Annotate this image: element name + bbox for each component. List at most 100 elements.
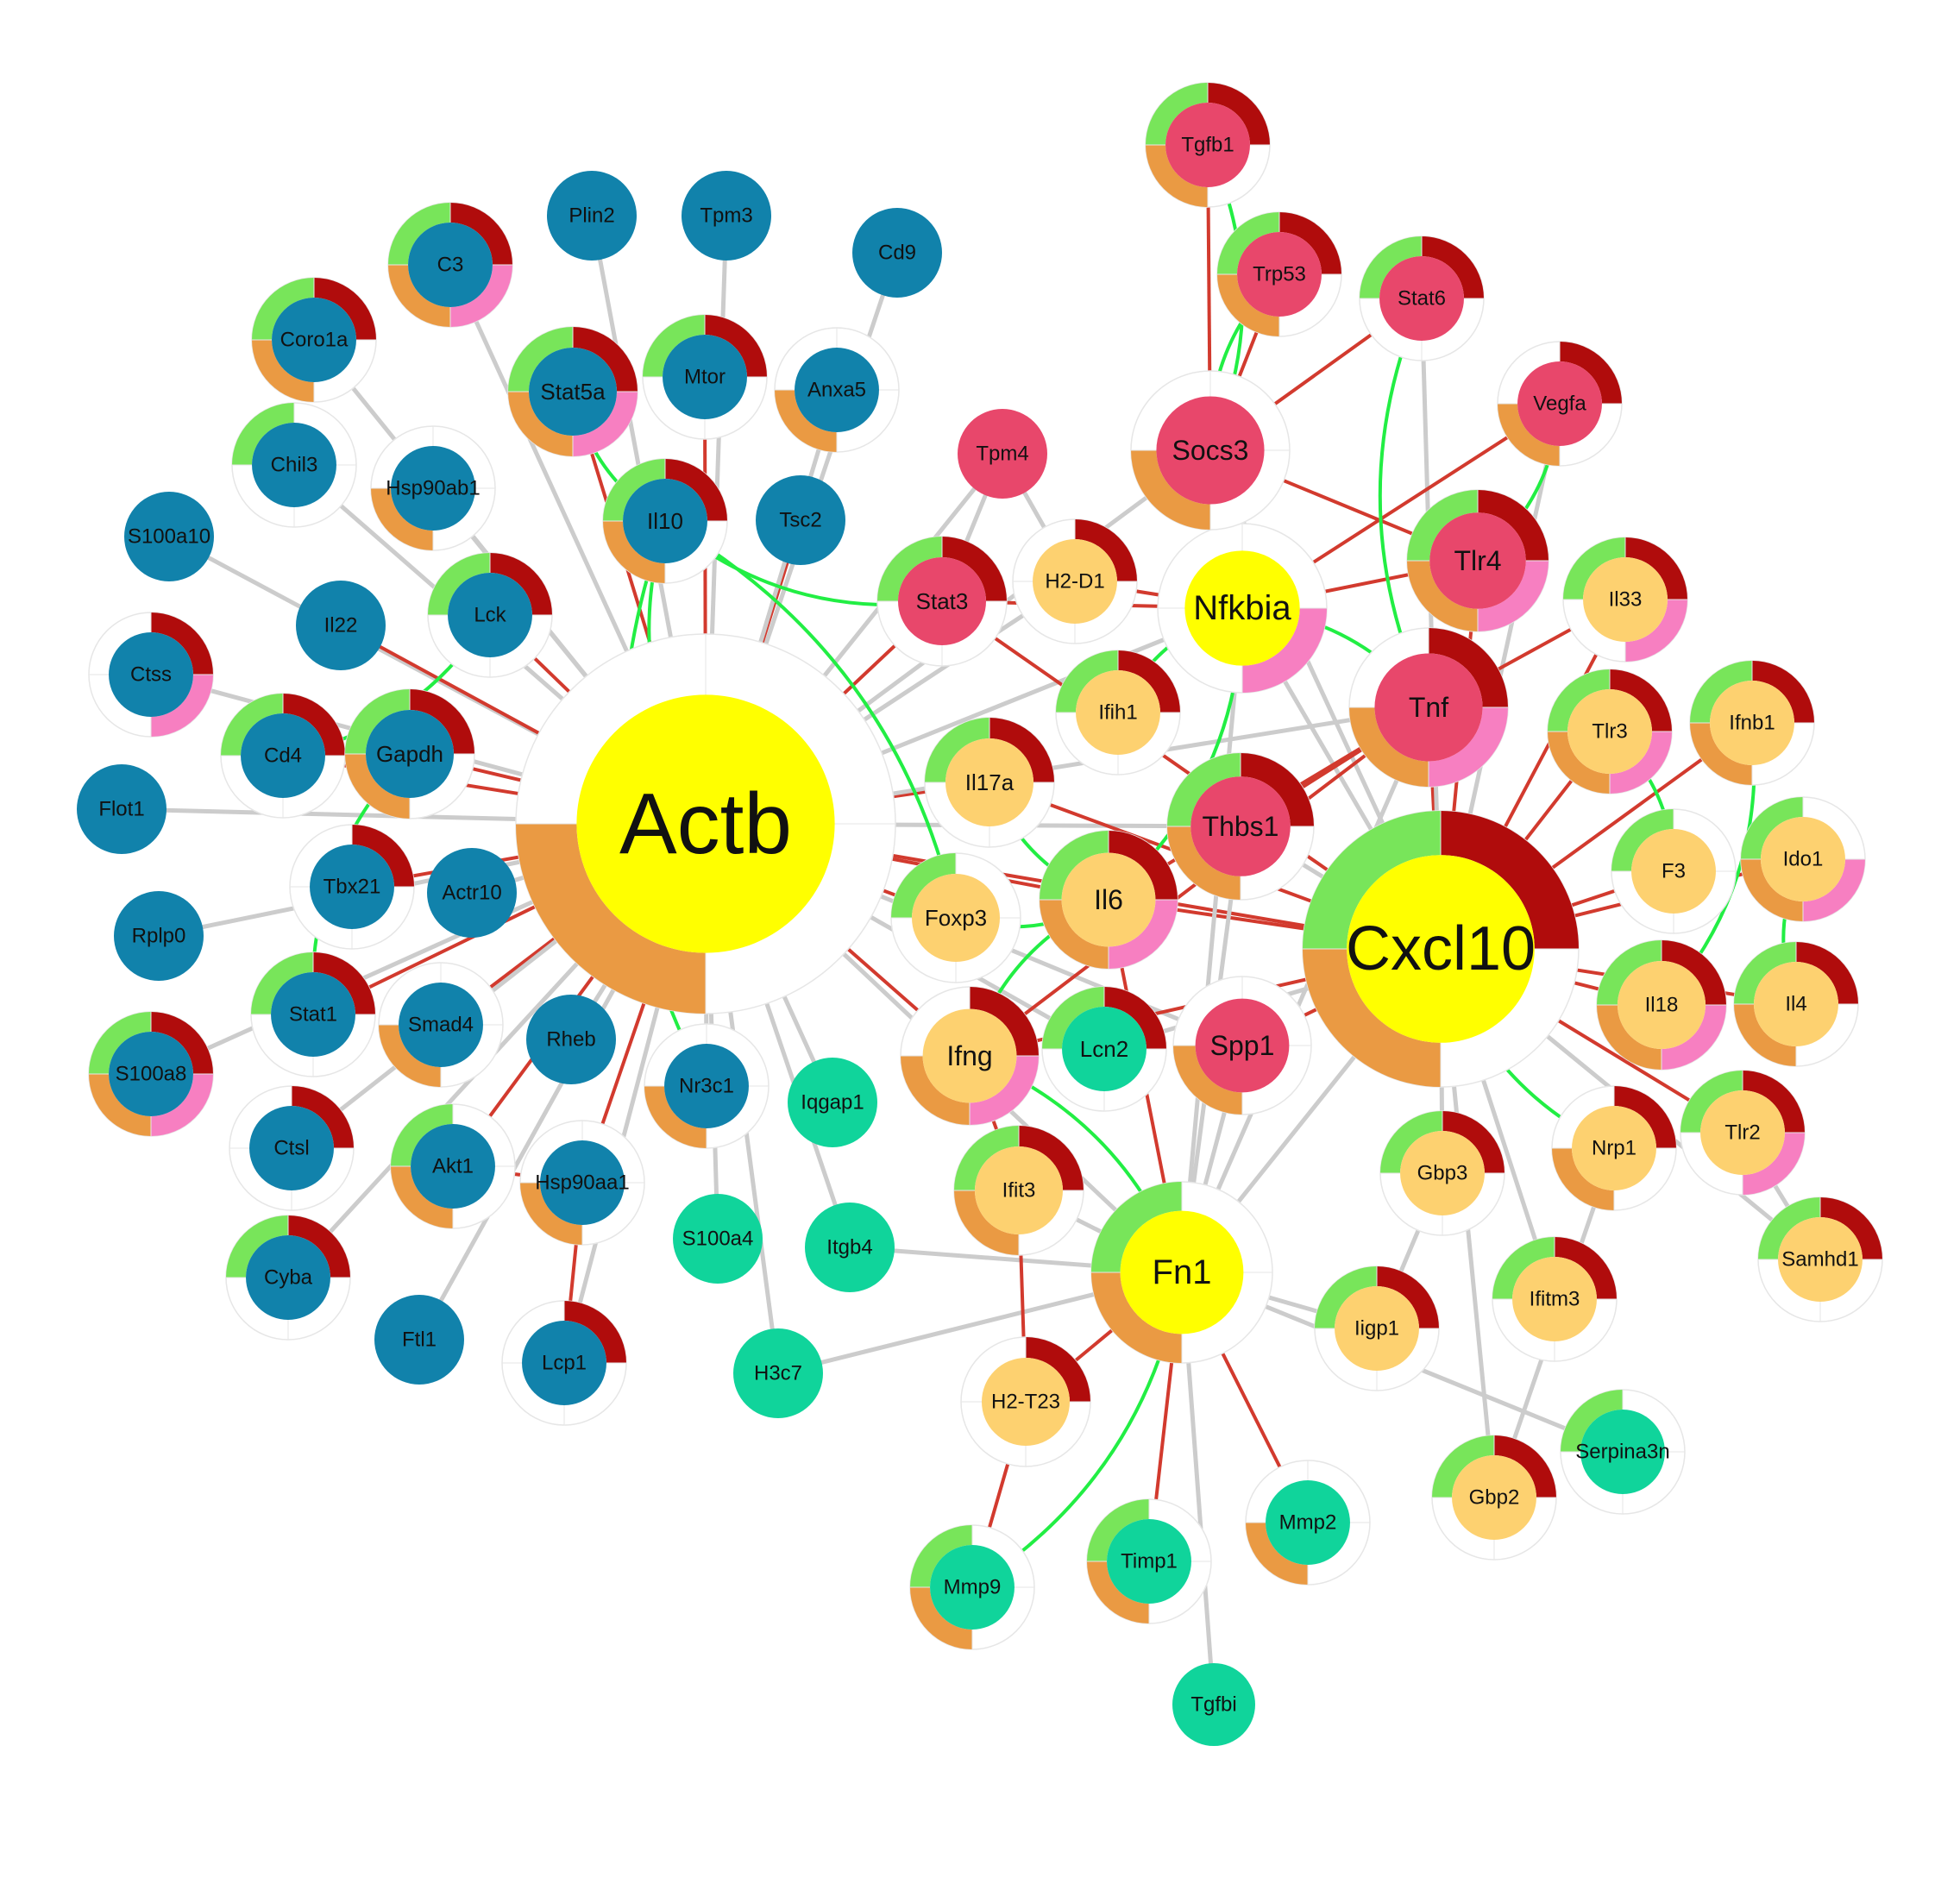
node-core [1567,689,1652,774]
node-core [922,1008,1017,1103]
node-tlr3[interactable]: Tlr3 [1547,669,1673,794]
node-il18[interactable]: Il18 [1596,939,1727,1071]
node-flot1[interactable]: Flot1 [77,764,166,854]
node-socs3[interactable]: Socs3 [1130,370,1291,531]
node-ifit3[interactable]: Ifit3 [953,1125,1084,1256]
node-label: Il22 [324,614,358,637]
node-il4[interactable]: Il4 [1733,941,1859,1067]
node-cxcl10[interactable]: Cxcl10 [1302,810,1580,1088]
node-core [1631,829,1716,914]
node-core [529,348,617,436]
node-core [682,171,771,261]
node-akt1[interactable]: Akt1 [390,1103,516,1229]
node-ifnb1[interactable]: Ifnb1 [1689,660,1815,786]
node-serpina3n[interactable]: Serpina3n [1560,1389,1686,1515]
ring-segment-green [388,203,450,265]
node-il10[interactable]: Il10 [602,458,728,584]
node-tpm3[interactable]: Tpm3 [682,171,771,261]
node-ctss[interactable]: Ctss [88,612,214,738]
node-ifng[interactable]: Ifng [900,986,1040,1126]
node-smad4[interactable]: Smad4 [378,962,504,1088]
node-tsc2[interactable]: Tsc2 [756,475,845,565]
ring-segment-green [1040,831,1109,900]
node-tlr2[interactable]: Tlr2 [1680,1070,1806,1196]
node-cyba[interactable]: Cyba [225,1215,351,1341]
node-timp1[interactable]: Timp1 [1086,1498,1212,1624]
node-il33[interactable]: Il33 [1562,537,1688,663]
node-iqgap1[interactable]: Iqgap1 [788,1058,877,1147]
node-core [411,1124,495,1209]
node-hsp90aa1[interactable]: Hsp90aa1 [519,1120,645,1246]
node-itgb4[interactable]: Itgb4 [805,1203,895,1292]
node-spp1[interactable]: Spp1 [1172,976,1312,1115]
node-nfkbia[interactable]: Nfkbia [1157,523,1328,694]
node-lck[interactable]: Lck [427,552,553,678]
node-gapdh[interactable]: Gapdh [344,688,475,820]
node-tpm4[interactable]: Tpm4 [958,409,1047,499]
node-tbx21[interactable]: Tbx21 [289,824,415,950]
node-core [1335,1286,1419,1371]
node-mtor[interactable]: Mtor [642,314,768,440]
node-core [1061,852,1156,947]
node-core [1190,776,1291,876]
node-il6[interactable]: Il6 [1039,830,1178,970]
node-nr3c1[interactable]: Nr3c1 [644,1023,770,1149]
node-tnf[interactable]: Tnf [1348,627,1509,788]
node-actb[interactable]: Actb [515,633,896,1014]
node-s100a8[interactable]: S100a8 [88,1011,214,1137]
node-h2-d1[interactable]: H2-D1 [1012,518,1138,644]
node-stat3[interactable]: Stat3 [876,536,1008,667]
node-iigp1[interactable]: Iigp1 [1314,1265,1440,1391]
node-il17a[interactable]: Il17a [924,717,1055,848]
node-fn1[interactable]: Fn1 [1090,1181,1273,1364]
node-label: Cxcl10 [1346,914,1536,983]
ring-segment-orange [1498,404,1560,466]
node-hsp90ab1[interactable]: Hsp90ab1 [370,425,496,551]
node-rplp0[interactable]: Rplp0 [114,891,204,981]
node-il22[interactable]: Il22 [296,581,386,670]
ring-segment-orange [345,754,410,819]
node-rheb[interactable]: Rheb [526,995,616,1084]
node-s100a10[interactable]: S100a10 [124,492,214,581]
node-ido1[interactable]: Ido1 [1740,796,1866,922]
node-nrp1[interactable]: Nrp1 [1551,1085,1677,1211]
node-tgfb1[interactable]: Tgfb1 [1145,82,1271,208]
ring-segment-darkred [970,987,1039,1056]
node-gbp3[interactable]: Gbp3 [1379,1110,1505,1236]
node-tlr4[interactable]: Tlr4 [1406,489,1549,632]
node-s100a4[interactable]: S100a4 [673,1194,763,1284]
node-lcp1[interactable]: Lcp1 [501,1300,627,1426]
node-mmp2[interactable]: Mmp2 [1245,1460,1371,1586]
node-label: Coro1a [280,329,349,352]
node-c3[interactable]: C3 [387,202,513,328]
node-plin2[interactable]: Plin2 [547,171,637,261]
node-foxp3[interactable]: Foxp3 [890,852,1021,983]
node-chil3[interactable]: Chil3 [231,402,357,528]
node-core [427,848,517,938]
node-ifih1[interactable]: Ifih1 [1055,650,1181,776]
node-actr10[interactable]: Actr10 [427,848,517,938]
node-stat6[interactable]: Stat6 [1359,236,1485,361]
node-tgfbi[interactable]: Tgfbi [1172,1663,1255,1746]
node-thbs1[interactable]: Thbs1 [1166,752,1315,901]
node-vegfa[interactable]: Vegfa [1497,341,1623,467]
node-samhd1[interactable]: Samhd1 [1757,1196,1883,1322]
node-cd4[interactable]: Cd4 [220,693,346,819]
node-anxa5[interactable]: Anxa5 [774,327,900,453]
node-h2-t23[interactable]: H2-T23 [960,1336,1091,1467]
node-lcn2[interactable]: Lcn2 [1041,986,1167,1112]
node-mmp9[interactable]: Mmp9 [909,1524,1035,1650]
node-trp53[interactable]: Trp53 [1216,211,1342,337]
node-ifitm3[interactable]: Ifitm3 [1492,1236,1618,1362]
node-gbp2[interactable]: Gbp2 [1431,1435,1557,1561]
node-cd9[interactable]: Cd9 [852,208,942,298]
node-ctsl[interactable]: Ctsl [229,1085,355,1211]
node-coro1a[interactable]: Coro1a [251,277,377,403]
node-h3c7[interactable]: H3c7 [733,1328,823,1418]
node-stat1[interactable]: Stat1 [250,951,376,1077]
node-stat5a[interactable]: Stat5a [507,326,638,457]
node-ftl1[interactable]: Ftl1 [374,1295,464,1385]
ring-segment-orange [1087,1561,1149,1623]
node-label: Rheb [546,1028,595,1052]
node-f3[interactable]: F3 [1611,808,1737,934]
